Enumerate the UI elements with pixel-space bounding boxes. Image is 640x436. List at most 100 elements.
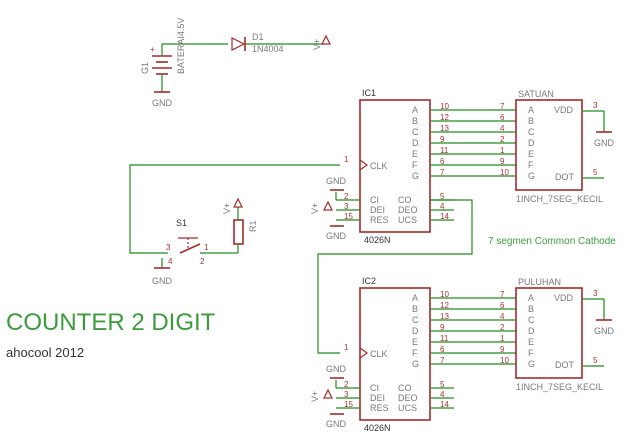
disp2-pin-label: C — [528, 315, 535, 325]
ic2-lower-left-num: 15 — [344, 400, 353, 409]
ic1-lower-right-num: 5 — [440, 192, 445, 201]
ic1-lower-right-num: 4 — [440, 202, 445, 211]
disp1-pin-num: 7 — [500, 102, 505, 111]
ic1-pin-label: F — [412, 160, 418, 170]
disp1-body — [515, 99, 583, 191]
ic2-lower-right-num: 14 — [440, 400, 449, 409]
ic1-pin-num: 12 — [440, 113, 449, 122]
ic1-clk-marker — [359, 159, 369, 171]
battery-ref: G1 — [140, 62, 150, 74]
wires — [129, 164, 473, 354]
diode-symbol — [231, 37, 246, 51]
vplus-arrow-r1 — [233, 197, 243, 208]
switch-pin-4: 4 — [168, 257, 173, 266]
ic1-pin-label: D — [412, 138, 419, 148]
ic2-lower-right-label: UCS — [398, 403, 417, 413]
diode-value: 1N4004 — [252, 44, 284, 54]
ic1-lower-right-num: 14 — [440, 212, 449, 221]
ic2-lower-right-num: 4 — [440, 390, 445, 399]
disp1-pin-num: 1 — [500, 146, 505, 155]
disp1-pin-num: 6 — [500, 113, 505, 122]
ic2-pin-num: 11 — [440, 334, 449, 343]
ic2-pin-label: C — [412, 315, 419, 325]
ic1-pin-label: C — [412, 127, 419, 137]
ic2-pin-num: 7 — [440, 356, 445, 365]
ic1-pin-num: 9 — [440, 135, 445, 144]
disp1-part: 1INCH_7SEG_KECIL — [516, 194, 603, 204]
ic2-lower-left-label: CI — [370, 383, 379, 393]
ic2-lower-left-label: RES — [370, 403, 389, 413]
ic1-body — [359, 99, 431, 233]
ic2-pin-num: 13 — [440, 312, 449, 321]
ic2-lower-right-label: DEO — [398, 393, 418, 403]
ic1-clk-label: CLK — [370, 161, 388, 171]
disp2-part: 1INCH_7SEG_KECIL — [516, 382, 603, 392]
disp2-dot: DOT — [555, 360, 575, 370]
battery-value: BATERAI4.5V — [176, 18, 186, 74]
disp2-pin-num: 1 — [500, 334, 505, 343]
ic1-part: 4026N — [364, 235, 391, 245]
disp2-name: PULUHAN — [518, 277, 561, 287]
switch-pin-2: 2 — [200, 257, 205, 266]
ic2-lower-left-num: 3 — [344, 390, 349, 399]
ic2-lower-left-num: 2 — [344, 380, 349, 389]
disp1-pin-num: 9 — [500, 157, 505, 166]
disp2-pin-num: 2 — [500, 323, 505, 332]
ic1-pin-label: B — [412, 116, 418, 126]
disp1-pin-label: B — [528, 116, 534, 126]
ic2-pin-num: 6 — [440, 345, 445, 354]
disp1-pin-label: D — [528, 138, 535, 148]
ic2-clk-label: CLK — [370, 349, 388, 359]
ic1-pin-num: 11 — [440, 146, 449, 155]
disp2-pin-num: 7 — [500, 290, 505, 299]
ic2-pin-num: 12 — [440, 301, 449, 310]
ic2-clk-num: 1 — [344, 343, 349, 352]
ic2-pin-label: G — [412, 359, 419, 369]
disp2-gnd: GND — [594, 326, 615, 336]
vplus-arrow-power — [321, 34, 331, 45]
ic2-lower-right-label: CO — [398, 383, 412, 393]
ic1-pin-num: 13 — [440, 124, 449, 133]
disp2-pin-label: B — [528, 304, 534, 314]
disp1-pin-label: F — [528, 160, 534, 170]
ic1-clk-num: 1 — [344, 155, 349, 164]
ic1-pin-num: 7 — [440, 168, 445, 177]
disp2-pin-label: F — [528, 348, 534, 358]
ic2-pin-label: B — [412, 304, 418, 314]
ic2-gnd-label-top: GND — [326, 364, 347, 374]
ic2-part: 4026N — [364, 423, 391, 433]
disp2-pin-num: 9 — [500, 345, 505, 354]
resistor-r1: V+ R1 — [222, 197, 258, 253]
disp1-dot: DOT — [555, 172, 575, 182]
ic2-pin-label: F — [412, 348, 418, 358]
switch-s1: S1 3 1 4 2 GND — [152, 218, 238, 286]
switch-pin-3: 3 — [166, 243, 171, 252]
vplus-label-power: V+ — [312, 39, 322, 50]
disp1-pin-label: C — [528, 127, 535, 137]
ic1-pin-num: 10 — [440, 102, 449, 111]
ic2-pin-num: 9 — [440, 323, 445, 332]
ic1-lower-right-label: UCS — [398, 215, 417, 225]
ic2-lower-left-label: DEI — [370, 393, 385, 403]
disp1-gnd: GND — [594, 138, 615, 148]
ic1-pin-label: A — [412, 105, 418, 115]
disp1-pin-label: E — [528, 149, 534, 159]
ic2-pin-num: 10 — [440, 290, 449, 299]
ic2-ref: IC2 — [362, 276, 376, 286]
ic1-lower-right-label: CO — [398, 195, 412, 205]
ic1-lower-left-num: 3 — [344, 202, 349, 211]
ic2-body — [359, 287, 431, 421]
disp2-pin-label: G — [528, 359, 535, 369]
gnd-label-battery: GND — [152, 98, 173, 108]
disp2-pin-label: D — [528, 326, 535, 336]
disp1-vdd-num: 3 — [593, 101, 598, 110]
disp2-vdd-num: 3 — [593, 289, 598, 298]
